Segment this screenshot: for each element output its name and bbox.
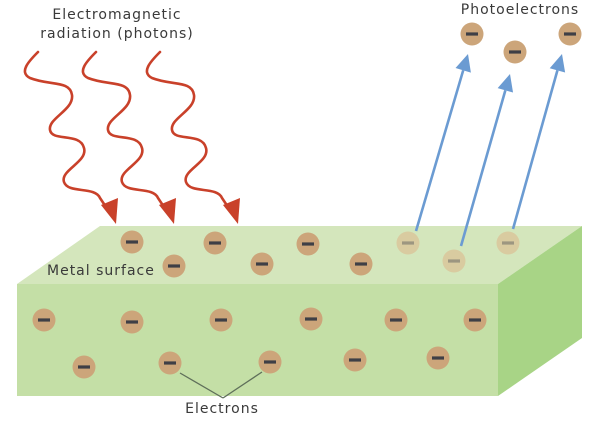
electrons-pointer: [179, 371, 263, 399]
bulk-electron: [384, 308, 408, 332]
photon-arrowhead-icon: [159, 198, 176, 224]
photon-arrowhead-icon: [101, 198, 118, 224]
minus-sign-icon: [349, 358, 361, 362]
bulk-electron: [32, 308, 56, 332]
minus-sign-icon: [402, 241, 414, 245]
bulk-electron: [258, 350, 282, 374]
pointer-line-left: [179, 372, 224, 399]
photon-wave-path: [145, 50, 232, 212]
emission-arrowhead-icon: [497, 74, 514, 93]
minus-sign-icon: [164, 361, 176, 365]
bulk-electron: [120, 310, 144, 334]
surface-electron: [203, 231, 227, 255]
photon-wave: [23, 50, 118, 224]
radiation-label: Electromagnetic radiation (photons): [22, 6, 212, 44]
minus-sign-icon: [509, 50, 521, 54]
pointer-line-right: [222, 371, 263, 399]
bulk-electron: [72, 355, 96, 379]
emission-arrow-shaft: [511, 70, 559, 230]
minus-sign-icon: [564, 32, 576, 36]
electrons-label: Electrons: [185, 401, 259, 417]
photon-waves: [23, 50, 240, 224]
minus-sign-icon: [466, 32, 478, 36]
bulk-electron: [209, 308, 233, 332]
bulk-electron: [299, 307, 323, 331]
metal-top-face: [17, 226, 582, 284]
minus-sign-icon: [502, 241, 514, 245]
escaping-electron-origin: [442, 249, 466, 273]
metal-front-face: [17, 284, 498, 396]
minus-sign-icon: [355, 262, 367, 266]
photon-wave-path: [23, 50, 110, 212]
surface-electron: [296, 232, 320, 256]
minus-sign-icon: [78, 365, 90, 369]
minus-sign-icon: [215, 318, 227, 322]
minus-sign-icon: [390, 318, 402, 322]
photon-wave: [81, 50, 176, 224]
radiation-label-line2: radiation (photons): [40, 26, 194, 42]
minus-sign-icon: [432, 356, 444, 360]
emission-arrowhead-icon: [549, 54, 566, 73]
emission-arrow: [414, 54, 471, 232]
minus-sign-icon: [469, 318, 481, 322]
surface-electron: [250, 252, 274, 276]
escaping-electron-origin: [496, 231, 520, 255]
photon-arrowhead-icon: [223, 198, 240, 224]
electrons-group: [32, 22, 582, 379]
metal-side-face: [498, 226, 582, 396]
surface-electron: [162, 254, 186, 278]
minus-sign-icon: [256, 262, 268, 266]
minus-sign-icon: [448, 259, 460, 263]
metal-surface-label: Metal surface: [47, 263, 155, 279]
emission-arrow-shaft: [459, 89, 507, 247]
minus-sign-icon: [168, 264, 180, 268]
emission-arrow-shaft: [414, 69, 465, 232]
photon-wave: [145, 50, 240, 224]
emission-arrowhead-icon: [455, 54, 471, 73]
minus-sign-icon: [264, 360, 276, 364]
bulk-electron: [426, 346, 450, 370]
escaping-electron-origin: [396, 231, 420, 255]
photoelectron: [503, 40, 527, 64]
radiation-label-line1: Electromagnetic: [52, 7, 182, 23]
minus-sign-icon: [38, 318, 50, 322]
bulk-electron: [343, 348, 367, 372]
minus-sign-icon: [209, 241, 221, 245]
minus-sign-icon: [302, 242, 314, 246]
minus-sign-icon: [305, 317, 317, 321]
bulk-electron: [158, 351, 182, 375]
bulk-electron: [463, 308, 487, 332]
photoelectron: [558, 22, 582, 46]
emission-arrows: [414, 54, 566, 247]
surface-electron: [349, 252, 373, 276]
emission-arrow: [511, 54, 566, 230]
surface-electron: [120, 230, 144, 254]
minus-sign-icon: [126, 320, 138, 324]
photoelectrons-label: Photoelectrons: [460, 2, 580, 18]
emission-arrow: [459, 74, 514, 247]
photoelectron: [460, 22, 484, 46]
minus-sign-icon: [126, 240, 138, 244]
photon-wave-path: [81, 50, 168, 212]
